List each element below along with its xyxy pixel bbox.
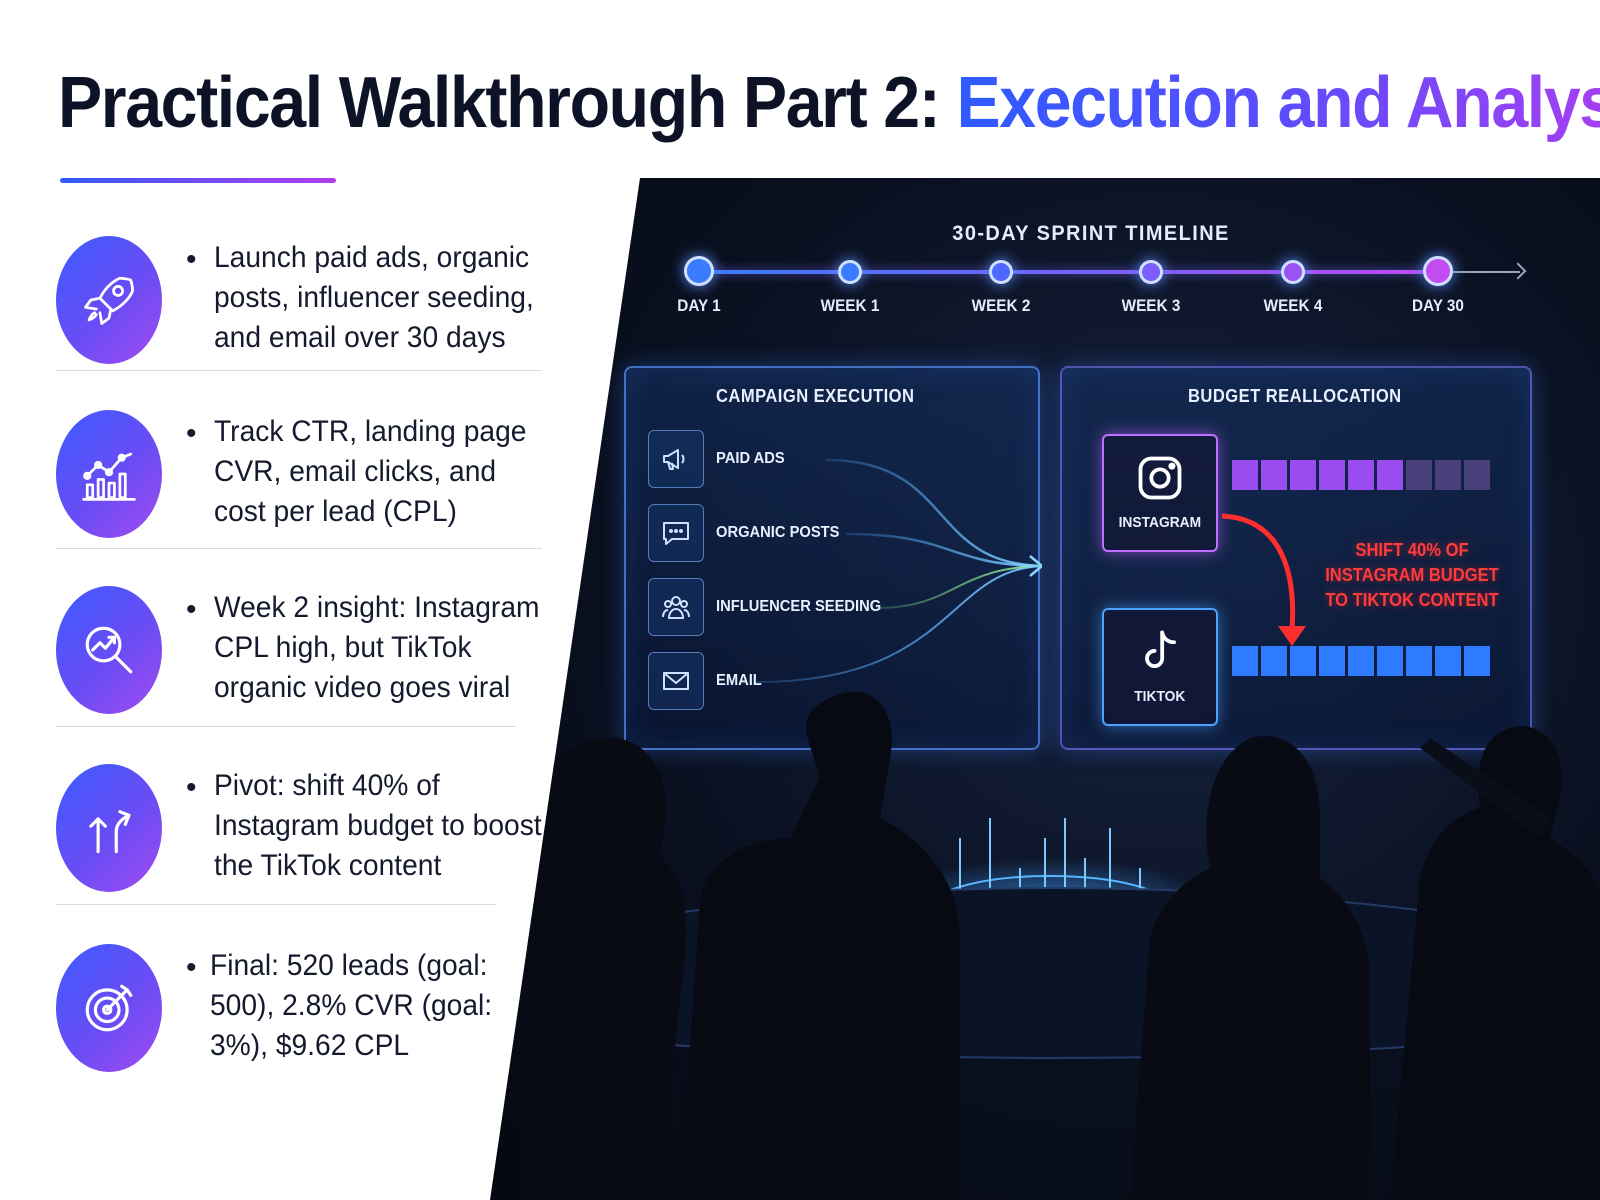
instagram-icon [1138, 456, 1182, 500]
instagram-card: INSTAGRAM [1102, 434, 1218, 552]
timeline-dot [1281, 260, 1305, 284]
command-center-scene: 30-DAY SPRINT TIMELINE DAY 1 WEEK 1 WEEK… [490, 178, 1600, 1200]
bullet: • [186, 951, 197, 984]
channel-label: EMAIL [716, 672, 762, 689]
chat-icon [648, 504, 704, 562]
timeline-dot [1423, 256, 1453, 286]
page-title: Practical Walkthrough Part 2: Execution … [58, 62, 1600, 144]
channel-flow-lines [755, 458, 1042, 683]
timeline-label: DAY 1 [677, 296, 721, 315]
target-icon [56, 944, 162, 1072]
timeline-label: DAY 30 [1412, 296, 1464, 315]
bullet: • [186, 771, 197, 804]
timeline-dot [1139, 260, 1163, 284]
timeline-label: WEEK 2 [971, 296, 1031, 315]
timeline-dot [989, 260, 1013, 284]
instagram-label: INSTAGRAM [1118, 514, 1202, 531]
step-item-insight: • Week 2 insight: Instagram CPL high, bu… [56, 572, 556, 752]
budget-reallocation-panel: BUDGET REALLOCATION INSTAGRAM TIKTOK SHI… [1060, 366, 1532, 750]
step-text: Pivot: shift 40% of Instagram budget to … [214, 769, 542, 882]
divider [56, 726, 516, 727]
tiktok-card: TIKTOK [1102, 608, 1218, 726]
panel-title: CAMPAIGN EXECUTION [716, 386, 915, 406]
timeline-line [695, 270, 1445, 274]
shift-arrow-icon [1221, 513, 1306, 646]
step-item-launch: • Launch paid ads, organic posts, influe… [56, 222, 556, 402]
title-main: Practical Walkthrough Part 2: [58, 63, 957, 143]
tiktok-budget-bar [1232, 646, 1490, 676]
bar-chart-icon [56, 410, 162, 538]
timeline-title: 30-DAY SPRINT TIMELINE [952, 222, 1230, 245]
magnifier-chart-icon [56, 586, 162, 714]
mail-icon [648, 652, 704, 710]
campaign-execution-panel: CAMPAIGN EXECUTION PAID ADS ORGANIC POST… [624, 366, 1042, 750]
panel-title: BUDGET REALLOCATION [1188, 386, 1402, 406]
step-text: Final: 520 leads (goal: 500), 2.8% CVR (… [210, 949, 493, 1062]
timeline-dot [838, 260, 862, 284]
people-icon [648, 578, 704, 636]
bullet: • [186, 417, 197, 450]
timeline-label: WEEK 1 [820, 296, 880, 315]
divider [56, 370, 542, 371]
timeline-label: WEEK 4 [1263, 296, 1323, 315]
split-arrows-icon [56, 764, 162, 892]
shift-note: SHIFT 40% OF INSTAGRAM BUDGET TO TIKTOK … [1325, 540, 1499, 610]
team-silhouettes [520, 691, 1600, 1200]
timeline-label: WEEK 3 [1121, 296, 1181, 315]
timeline-arrow [1440, 271, 1520, 273]
title-underline [60, 178, 336, 183]
step-text: Track CTR, landing page CVR, email click… [214, 415, 527, 528]
bullet: • [186, 243, 197, 276]
step-item-final: • Final: 520 leads (goal: 500), 2.8% CVR… [56, 930, 556, 1110]
channel-label: ORGANIC POSTS [716, 524, 840, 541]
timeline-dot [684, 256, 714, 286]
step-text: Week 2 insight: Instagram CPL high, but … [214, 591, 540, 704]
divider [56, 904, 496, 905]
title-highlight: Execution and Analysis [956, 63, 1600, 143]
channel-label: PAID ADS [716, 450, 785, 467]
tiktok-icon [1145, 630, 1176, 668]
divider [56, 548, 542, 549]
tiktok-label: TIKTOK [1134, 688, 1186, 705]
step-text: Launch paid ads, organic posts, influenc… [214, 241, 534, 354]
step-item-track: • Track CTR, landing page CVR, email cli… [56, 396, 556, 576]
bullet: • [186, 593, 197, 626]
megaphone-icon [648, 430, 704, 488]
instagram-budget-bar [1232, 460, 1490, 490]
step-item-pivot: • Pivot: shift 40% of Instagram budget t… [56, 750, 556, 930]
rocket-icon [56, 236, 162, 364]
channel-label: INFLUENCER SEEDING [716, 598, 882, 615]
